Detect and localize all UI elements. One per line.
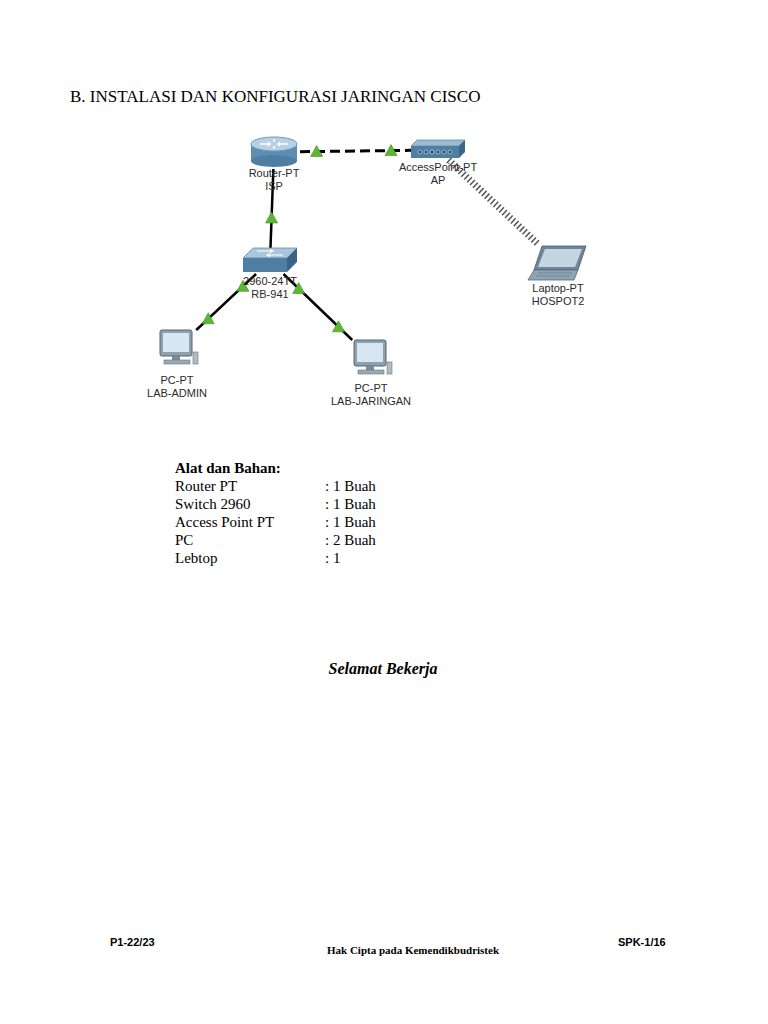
pc-device: PC-PTLAB-JARINGAN bbox=[350, 340, 392, 376]
ap-shape bbox=[448, 150, 452, 154]
device-label-group: Laptop-PTHOSPOT2 bbox=[532, 282, 585, 308]
pc-shape bbox=[163, 333, 189, 352]
link-status-triangle bbox=[311, 145, 323, 156]
list-item: Switch 2960 bbox=[175, 495, 250, 513]
pc-shape bbox=[172, 356, 180, 360]
list-item: : 1 bbox=[325, 549, 340, 567]
pc-shape bbox=[358, 370, 384, 374]
router-icon bbox=[251, 137, 297, 167]
ap-shape bbox=[411, 146, 459, 158]
device-model: PC-PT bbox=[147, 374, 207, 387]
device-name: ISP bbox=[249, 180, 300, 193]
link-status-triangle bbox=[333, 321, 345, 332]
device-icon bbox=[248, 135, 300, 169]
ap-shape bbox=[436, 150, 440, 154]
list-item: Lebtop bbox=[175, 549, 218, 567]
device-name: RB-941 bbox=[243, 288, 297, 301]
device-icon bbox=[243, 248, 297, 274]
pc-shape bbox=[193, 352, 198, 364]
device-model: 2960-24TT bbox=[243, 275, 297, 288]
laptop-shape bbox=[528, 270, 578, 280]
ap-shape bbox=[424, 150, 428, 154]
router-shape bbox=[251, 155, 297, 167]
device-model: Router-PT bbox=[249, 167, 300, 180]
switch-icon bbox=[243, 248, 297, 272]
laptop-icon bbox=[528, 246, 586, 280]
device-name: HOSPOT2 bbox=[532, 295, 585, 308]
page-title: B. INSTALASI DAN KONFIGURASI JARINGAN CI… bbox=[70, 87, 480, 107]
pc-shape bbox=[160, 330, 192, 356]
laptop-shape bbox=[536, 273, 572, 276]
device-name: AP bbox=[399, 174, 477, 187]
pc-icon bbox=[354, 340, 392, 374]
list-item: : 2 Buah bbox=[325, 531, 376, 549]
switch-device: 2960-24TTRB-941 bbox=[243, 248, 297, 274]
device-name: LAB-ADMIN bbox=[147, 387, 207, 400]
link-status-triangle bbox=[202, 313, 214, 324]
router-device: Router-PTISP bbox=[248, 135, 300, 169]
footer-text: SPK-1/16 bbox=[618, 935, 666, 949]
device-model: PC-PT bbox=[331, 382, 411, 395]
device-label-group: PC-PTLAB-ADMIN bbox=[147, 374, 207, 400]
ap-shape bbox=[418, 150, 422, 154]
list-item: Router PT bbox=[175, 477, 237, 495]
list-item: Access Point PT bbox=[175, 513, 274, 531]
device-label-group: AccessPoint-PTAP bbox=[399, 161, 477, 187]
laptop-shape bbox=[534, 246, 586, 270]
pc-shape bbox=[354, 340, 386, 366]
ap-shape bbox=[442, 150, 446, 154]
pc-shape bbox=[357, 343, 383, 362]
link-status-triangle bbox=[385, 145, 397, 156]
footer-text: P1-22/23 bbox=[110, 935, 155, 949]
link-status-triangle bbox=[266, 212, 278, 223]
list-item: : 1 Buah bbox=[325, 495, 376, 513]
ap-icon bbox=[411, 140, 465, 158]
device-icon bbox=[528, 244, 588, 282]
laptop-device: Laptop-PTHOSPOT2 bbox=[528, 244, 588, 282]
list-item: : 1 Buah bbox=[325, 477, 376, 495]
list-item: PC bbox=[175, 531, 193, 549]
list-heading: Alat dan Bahan: bbox=[175, 459, 281, 477]
switch-shape bbox=[243, 258, 287, 272]
device-icon bbox=[156, 330, 198, 366]
router-shape bbox=[260, 139, 288, 149]
device-model: Laptop-PT bbox=[532, 282, 585, 295]
device-label-group: PC-PTLAB-JARINGAN bbox=[331, 382, 411, 408]
device-model: AccessPoint-PT bbox=[399, 161, 477, 174]
router-shape bbox=[251, 137, 297, 151]
ap-shape bbox=[430, 150, 434, 154]
device-name: LAB-JARINGAN bbox=[331, 395, 411, 408]
device-label-group: 2960-24TTRB-941 bbox=[243, 275, 297, 301]
pc-shape bbox=[366, 366, 374, 370]
device-icon bbox=[350, 340, 392, 376]
pc-device: PC-PTLAB-ADMIN bbox=[156, 330, 198, 366]
pc-icon bbox=[160, 330, 198, 364]
laptop-shape bbox=[538, 249, 582, 267]
ap-device: AccessPoint-PTAP bbox=[411, 140, 465, 160]
switch-shape bbox=[287, 248, 297, 272]
closing-note: Selamat Bekerja bbox=[329, 659, 438, 678]
footer-text: Hak Cipta pada Kemendikbudristek bbox=[327, 943, 499, 957]
list-item: : 1 Buah bbox=[325, 513, 376, 531]
pc-shape bbox=[164, 360, 190, 364]
device-icon bbox=[411, 140, 465, 160]
ap-shape bbox=[459, 140, 465, 158]
switch-shape bbox=[257, 250, 283, 257]
ap-shape bbox=[411, 140, 465, 146]
device-label-group: Router-PTISP bbox=[249, 167, 300, 193]
pc-shape bbox=[387, 362, 392, 374]
